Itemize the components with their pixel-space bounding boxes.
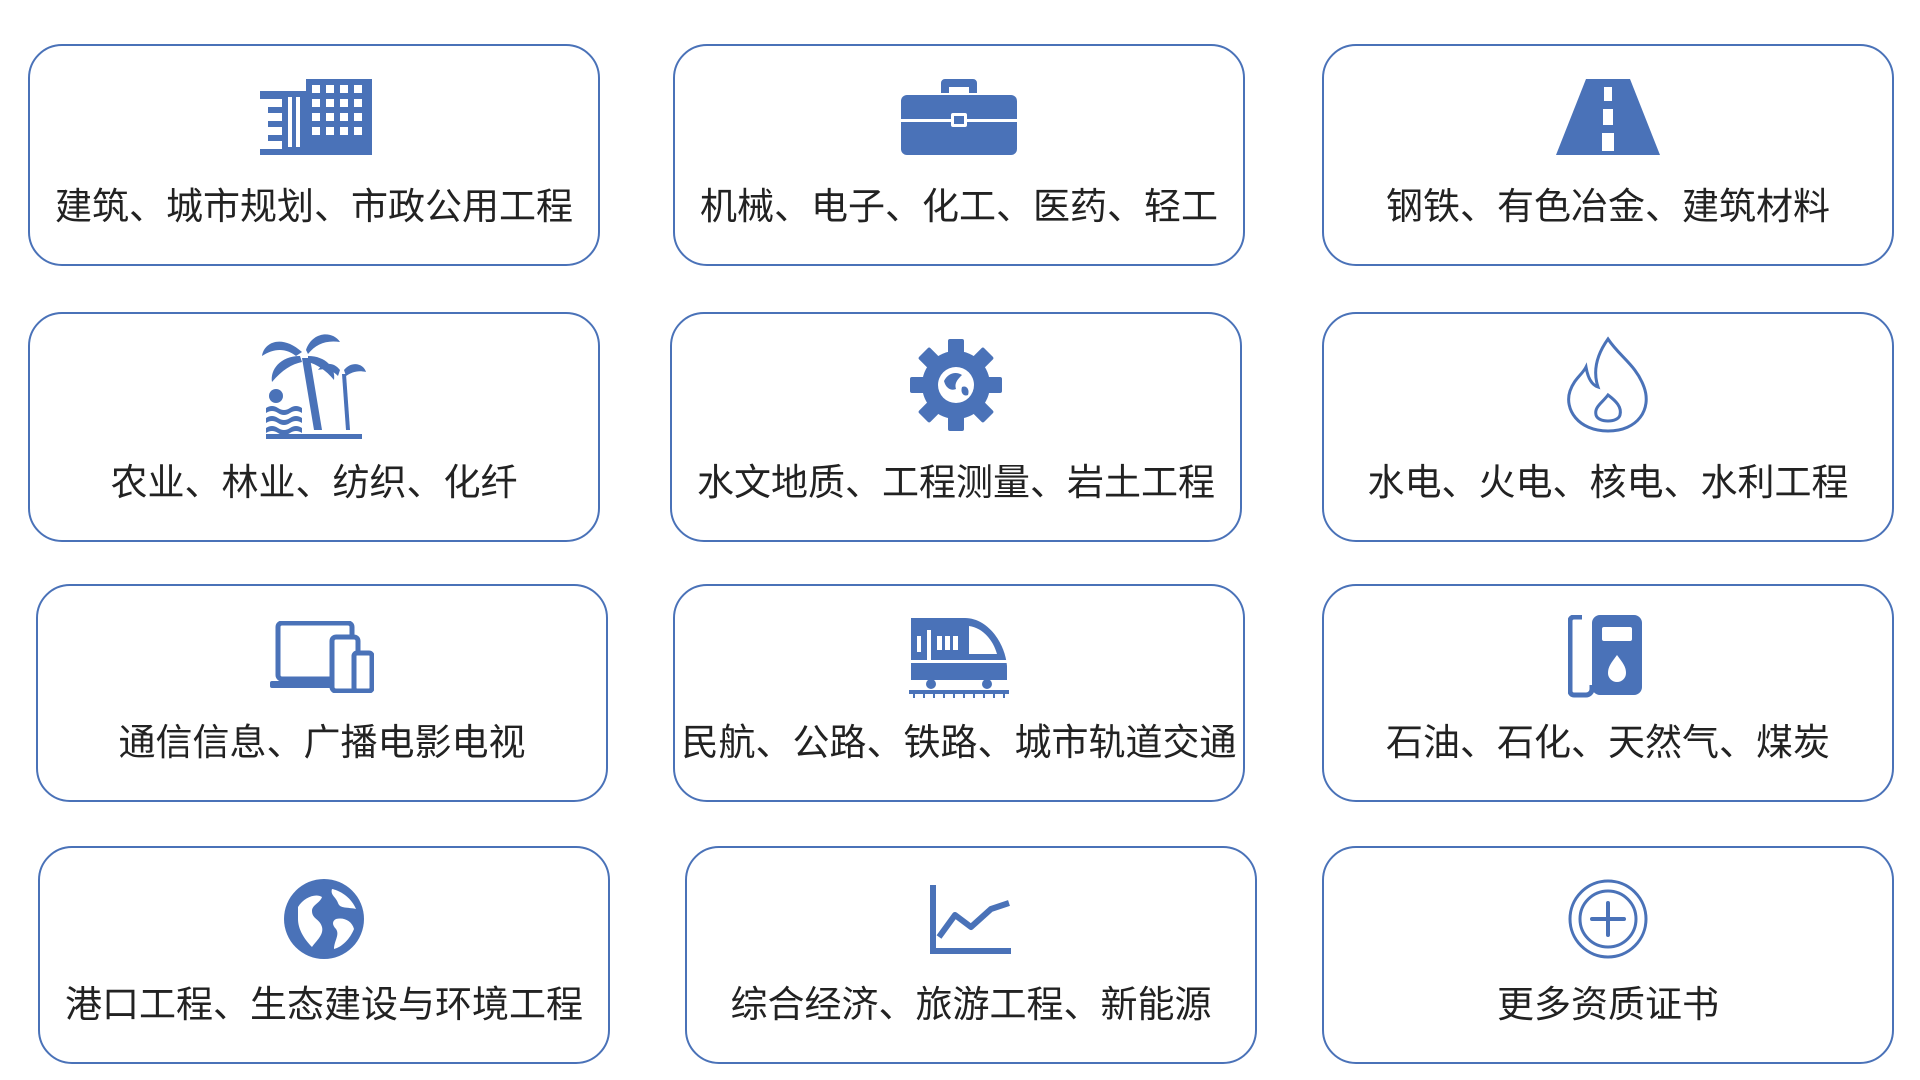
card-building[interactable]: 建筑、城市规划、市政公用工程 [28, 44, 600, 266]
card-label: 综合经济、旅游工程、新能源 [730, 983, 1212, 1026]
card-petroleum[interactable]: 石油、石化、天然气、煤炭 [1322, 584, 1894, 802]
road-icon [1548, 72, 1668, 162]
card-power[interactable]: 水电、火电、核电、水利工程 [1322, 312, 1894, 542]
devices-icon [262, 612, 382, 702]
card-economy[interactable]: 综合经济、旅游工程、新能源 [685, 846, 1257, 1064]
card-port[interactable]: 港口工程、生态建设与环境工程 [38, 846, 610, 1064]
card-label: 水电、火电、核电、水利工程 [1367, 461, 1849, 504]
card-label: 港口工程、生态建设与环境工程 [65, 983, 583, 1026]
card-steel[interactable]: 钢铁、有色冶金、建筑材料 [1322, 44, 1894, 266]
card-label: 民航、公路、铁路、城市轨道交通 [681, 721, 1237, 764]
card-label: 石油、石化、天然气、煤炭 [1386, 721, 1830, 764]
palm-tree-icon [254, 334, 374, 439]
card-transport[interactable]: 民航、公路、铁路、城市轨道交通 [673, 584, 1245, 802]
flame-icon [1548, 336, 1668, 433]
card-telecom[interactable]: 通信信息、广播电影电视 [36, 584, 608, 802]
card-label: 通信信息、广播电影电视 [118, 721, 526, 764]
card-hydrology[interactable]: 水文地质、工程测量、岩土工程 [670, 312, 1242, 542]
card-label: 更多资质证书 [1497, 983, 1719, 1026]
toolbox-icon [899, 72, 1019, 162]
gear-icon [896, 339, 1016, 431]
card-label: 建筑、城市规划、市政公用工程 [55, 185, 573, 228]
card-label: 农业、林业、纺织、化纤 [110, 461, 518, 504]
card-label: 水文地质、工程测量、岩土工程 [697, 461, 1215, 504]
card-label: 钢铁、有色冶金、建筑材料 [1386, 185, 1830, 228]
card-agriculture[interactable]: 农业、林业、纺织、化纤 [28, 312, 600, 542]
line-chart-icon [911, 874, 1031, 964]
plus-circle-icon [1548, 874, 1668, 964]
card-machinery[interactable]: 机械、电子、化工、医药、轻工 [673, 44, 1245, 266]
building-icon [254, 72, 374, 162]
globe-icon [264, 874, 384, 964]
fuel-pump-icon [1548, 612, 1668, 702]
card-label: 机械、电子、化工、医药、轻工 [700, 185, 1218, 228]
train-icon [899, 612, 1019, 702]
card-more-qualifications[interactable]: 更多资质证书 [1322, 846, 1894, 1064]
